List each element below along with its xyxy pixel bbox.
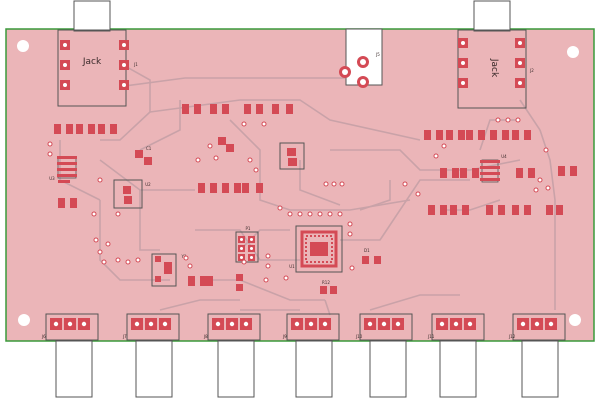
smd-passives	[54, 104, 577, 294]
jack-right-label: Jack	[489, 58, 499, 78]
mount-hole-br	[569, 314, 581, 326]
ic-left-ref: U3	[49, 176, 55, 181]
jack-left-body-top	[73, 0, 111, 32]
microcontroller-u1: U1	[289, 225, 343, 273]
jack-right: Jack J2	[457, 29, 534, 109]
regulator-u2: U2	[113, 179, 151, 209]
small-transistors	[135, 137, 234, 165]
power-jack-ref: J5	[375, 52, 380, 57]
bottom-ref-5: J11	[427, 334, 435, 339]
vias	[47, 117, 551, 283]
bottom-ref-1: J7	[122, 334, 127, 339]
jack-left: Jack J1	[57, 29, 138, 107]
transistor-q	[279, 142, 305, 170]
jack-right-ref: J2	[529, 68, 534, 73]
ic-right-ref: U4	[501, 154, 507, 159]
jack-left-ref: J1	[133, 62, 138, 67]
bottom-ref-0: J6	[41, 334, 46, 339]
prog-header-p1: P1	[235, 226, 259, 263]
cap-ref: C1	[146, 146, 152, 151]
regulator-ref: U2	[145, 182, 151, 187]
oscillator-ref: Y1	[181, 254, 187, 259]
bottom-connector-refs: J6 J7 J8 J9 J10 J11 J12	[41, 334, 516, 339]
prog-header-ref: P1	[246, 226, 251, 231]
power-jack: J5	[339, 52, 380, 88]
bottom-connector-pads	[50, 318, 557, 330]
bottom-ref-6: J12	[508, 334, 516, 339]
resistor-ref: R12	[322, 280, 330, 285]
jack-left-label: Jack	[82, 57, 102, 67]
bottom-ref-4: J10	[355, 334, 363, 339]
mount-hole-tr	[567, 46, 579, 58]
led-ref: D1	[364, 248, 370, 253]
ic-left: U3	[49, 156, 77, 183]
bottom-ref-2: J8	[203, 334, 208, 339]
mount-hole-tl	[17, 40, 29, 52]
jack-right-body-top	[473, 0, 511, 32]
bottom-ref-3: J9	[282, 334, 287, 339]
mount-hole-bl	[18, 314, 30, 326]
bottom-connectors	[45, 313, 566, 398]
microcontroller-ref: U1	[289, 264, 295, 269]
ic-right: U4	[480, 154, 507, 183]
oscillator-y1: Y1	[151, 253, 187, 287]
